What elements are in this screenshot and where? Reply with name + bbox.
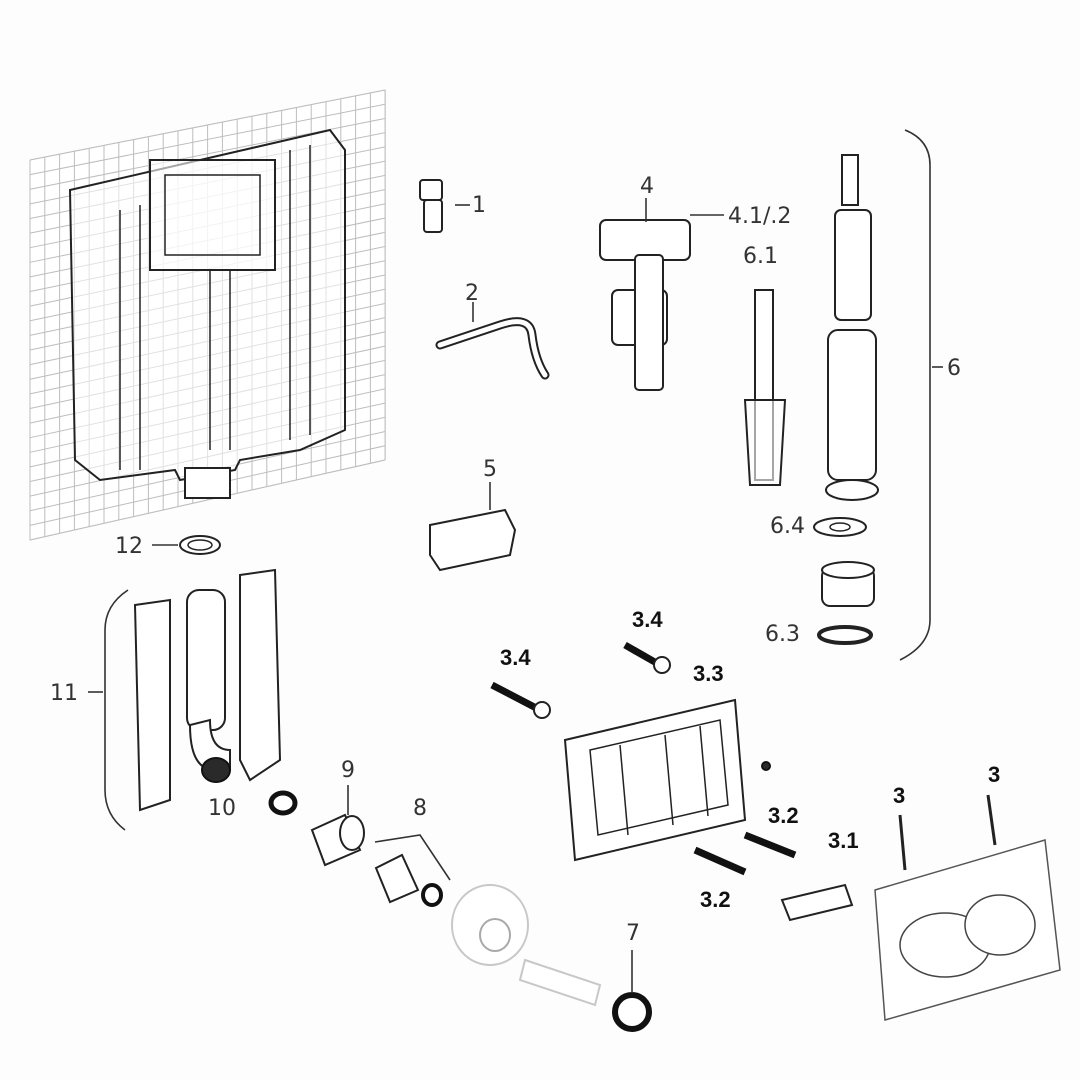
part-6-flush-valve bbox=[825, 129, 943, 661]
grid-line bbox=[29, 459, 386, 541]
label-6-4: 6.4 bbox=[770, 514, 805, 539]
label-6-1: 6.1 bbox=[743, 244, 778, 269]
actuator-plate bbox=[874, 839, 1061, 1021]
part-2-hose bbox=[435, 302, 550, 380]
label-3-2-upper: 3.2 bbox=[768, 803, 799, 828]
label-3-2-lower: 3.2 bbox=[700, 887, 731, 912]
label-2: 2 bbox=[465, 281, 479, 306]
cistern-frame bbox=[29, 89, 386, 541]
part-12-gasket bbox=[152, 535, 221, 555]
part-6-1-rod bbox=[743, 289, 787, 486]
grid-line bbox=[29, 89, 386, 161]
part-11-flush-pipe bbox=[88, 568, 282, 831]
label-5: 5 bbox=[483, 457, 497, 482]
part-3-pins bbox=[898, 794, 997, 871]
part-1-valve bbox=[419, 179, 470, 233]
part-8-connector bbox=[374, 834, 451, 907]
part-7-cap bbox=[612, 950, 652, 1032]
label-3-1: 3.1 bbox=[828, 828, 859, 853]
label-3-right: 3 bbox=[988, 762, 1000, 787]
part-3-2-screws bbox=[693, 831, 797, 876]
label-6: 6 bbox=[947, 356, 961, 381]
label-8: 8 bbox=[413, 796, 427, 821]
label-1: 1 bbox=[472, 193, 486, 218]
label-3-3: 3.3 bbox=[693, 661, 724, 686]
part-5-bracket bbox=[429, 482, 517, 572]
part-3-3-frame-plate bbox=[563, 698, 771, 862]
label-7: 7 bbox=[626, 921, 640, 946]
label-3-4-left: 3.4 bbox=[500, 645, 531, 670]
part-6-4-gasket bbox=[813, 517, 867, 537]
label-3-4-right: 3.4 bbox=[632, 607, 663, 632]
part-3-4-bolts bbox=[490, 641, 671, 719]
part-6-3-seal bbox=[817, 561, 875, 645]
part-4-fill-valve bbox=[599, 198, 724, 391]
faint-pipe bbox=[451, 884, 602, 1007]
part-9-sleeve bbox=[310, 785, 365, 867]
label-3-left: 3 bbox=[893, 783, 905, 808]
grid-line bbox=[29, 103, 386, 176]
label-6-3: 6.3 bbox=[765, 622, 800, 647]
part-10-ring bbox=[268, 790, 298, 816]
label-11: 11 bbox=[50, 681, 78, 706]
label-4: 4 bbox=[640, 174, 654, 199]
label-9: 9 bbox=[341, 758, 355, 783]
part-3-1-clip bbox=[780, 883, 854, 922]
label-12: 12 bbox=[115, 534, 143, 559]
label-10: 10 bbox=[208, 796, 236, 821]
label-4-1-2: 4.1/.2 bbox=[728, 204, 791, 229]
